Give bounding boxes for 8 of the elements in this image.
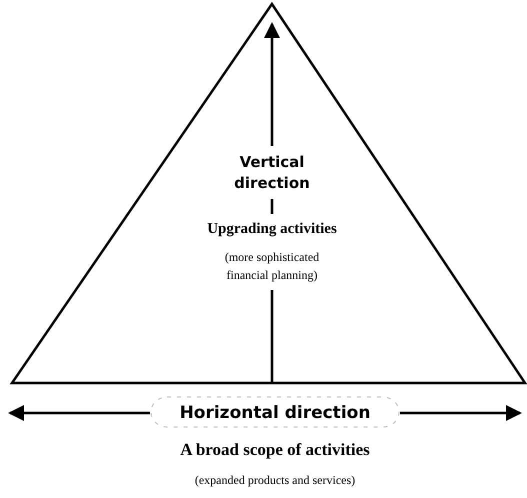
scope-description: (expanded products and services) [194,473,356,488]
direction-heading: Vertical direction [233,152,311,194]
scope-heading: A broad scope of activities [179,440,371,460]
arrow [400,405,522,421]
activity-description: (more sophisticated financial planning) [224,249,320,284]
direction-heading: Horizontal direction [178,402,372,424]
activity-heading: Upgrading activities [206,220,338,238]
arrow [8,405,150,421]
